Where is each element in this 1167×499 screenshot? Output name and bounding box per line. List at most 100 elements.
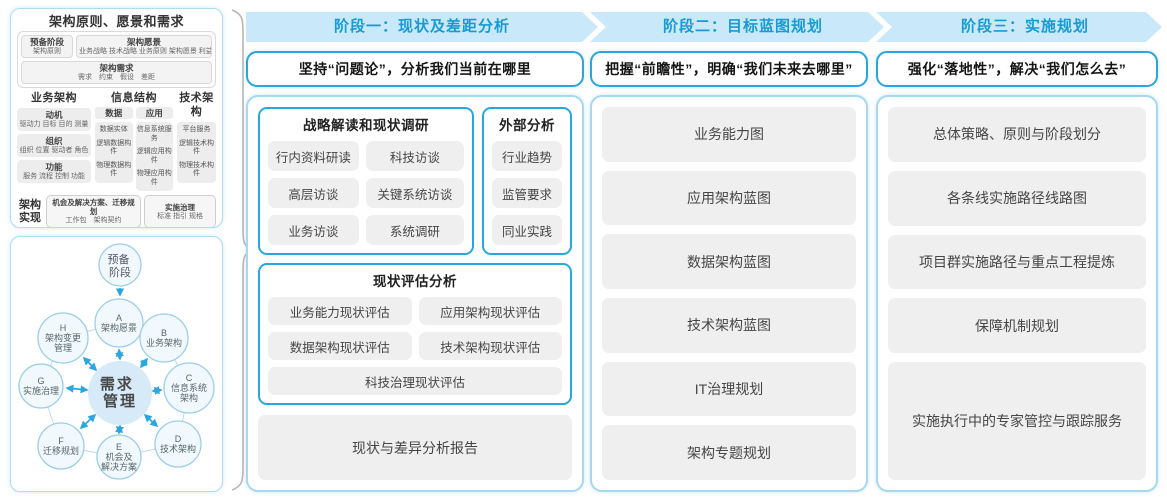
information-structure-title: 信息结构 [111,92,157,104]
phase3-subtitle: 强化“落地性”，解决“我们怎么去” [876,51,1158,87]
architecture-requirements-box: 架构需求 需求 约束 假设 差距 [21,61,212,84]
deliverable-chip: 保障机制规划 [888,298,1146,354]
motivation-title: 动机 [45,110,63,120]
strategy-research-title: 战略解读和现状调研 [303,118,429,133]
phase2-subtitle: 把握“前瞻性”，明确“我们未来去哪里” [590,51,868,87]
current-state-assessment-group: 现状评估分析 业务能力现状评估 应用架构现状评估 数据架构现状评估 技术架构现状… [258,263,572,405]
vision-title: 架构愿景 [126,37,161,47]
data-header: 数据 [95,107,133,119]
task-chip: 行业趋势 [492,141,562,171]
phase1-content-panel: 战略解读和现状调研 行内资料研读 科技访谈 高层访谈 关键系统访谈 业务访谈 系… [246,95,584,492]
organization-box: 组织 组织 位置 驱动者 角色 [17,134,91,157]
application-items-box: 信息系统服务 逻辑应用构件 物理应用构件 [135,122,173,191]
business-architecture-title: 业务架构 [31,92,77,104]
current-state-assessment-title: 现状评估分析 [373,274,457,289]
task-chip: 系统调研 [365,215,464,245]
spoke-arrows [65,348,163,435]
opportunities-migration-sub: 工作包 架构契约 [65,217,122,224]
deliverable-chip: 项目群实施路径与重点工程提炼 [888,234,1146,290]
task-chip: 科技治理现状评估 [268,367,562,395]
application-header: 应用 [135,107,173,119]
gap-analysis-report-box: 现状与差异分析报告 [258,415,572,480]
motivation-box: 动机 驱动力 目标 目的 测量 [17,108,91,131]
vision-sub: 业务战略 技术战略 业务原则 架构愿景 利益相关者 [79,48,212,55]
deliverable-chip: 实施执行中的专家管控与跟踪服务 [888,362,1146,480]
deliverable-chip: IT治理规划 [602,361,856,417]
deliverable-chip: 应用架构蓝图 [602,170,856,226]
svg-text:预备 阶段: 预备 阶段 [107,252,132,279]
phase2-banner: 阶段二：目标蓝图规划 [590,12,884,42]
implementation-governance-sub: 标准 指引 规格 [157,212,203,220]
prep-phase-title: 预备阶段 [29,37,64,47]
deliverable-chip: 技术架构蓝图 [602,298,856,353]
technology-items-box: 平台服务 逻辑技术构件 物理技术构件 [177,122,216,183]
prep-phase-sub: 架构原则 [33,48,61,55]
information-structure-column: 信息结构 数据 数据实体 逻辑数据构件 物理数据构件 应用 信息系统服务 [95,91,173,191]
phase1-subtitle: 坚持“问题论”，分析我们当前在哪里 [246,51,584,87]
function-sub: 服务 流程 控制 功能 [23,173,85,180]
technology-item: 平台服务 [182,126,211,133]
technology-architecture-title: 技术架构 [179,92,214,118]
strategy-research-group: 战略解读和现状调研 行内资料研读 科技访谈 高层访谈 关键系统访谈 业务访谈 系… [258,107,474,255]
function-box: 功能 服务 流程 控制 功能 [17,160,91,183]
function-title: 功能 [45,162,63,172]
application-subcolumn: 应用 信息系统服务 逻辑应用构件 物理应用构件 [135,105,173,191]
motivation-sub: 驱动力 目标 目的 测量 [19,121,89,128]
prep-phase-node: 预备 阶段 [98,243,142,297]
data-item: 数据实体 [99,126,128,133]
phase2-content-panel: 业务能力图 应用架构蓝图 数据架构蓝图 技术架构蓝图 IT治理规划 架构专题规划 [590,95,868,492]
panel-title: 架构原则、愿景和需求 [48,14,184,29]
opportunities-migration-title: 机会及解决方案、迁移规划 [52,198,135,216]
task-chip: 高层访谈 [268,178,359,208]
external-analysis-group: 外部分析 行业趋势 监管要求 同业实践 [482,107,572,255]
deliverable-chip: 架构专题规划 [602,425,856,481]
phase3-content-panel: 总体策略、原则与阶段划分 各条线实施路径线路图 项目群实施路径与重点工程提炼 保… [876,95,1158,492]
task-chip: 技术架构现状评估 [418,332,562,360]
center-requirements-management: 需求 管理 [88,361,152,425]
application-item: 物理应用构件 [136,170,172,186]
prep-phase-box: 预备阶段 架构原则 [21,35,73,58]
requirements-sub: 需求 约束 假设 差距 [78,74,155,81]
phase3-banner: 阶段三：实施规划 [876,12,1162,42]
task-chip: 应用架构现状评估 [418,297,562,325]
implementation-governance-box: 实施治理 标准 指引 规格 [144,195,216,227]
task-chip: 业务访谈 [268,215,359,245]
organization-sub: 组织 位置 驱动者 角色 [19,147,89,154]
task-chip: 同业实践 [492,215,562,245]
svg-text:需求 管理: 需求 管理 [100,375,140,410]
deliverable-chip: 业务能力图 [602,107,856,162]
requirements-title: 架构需求 [99,63,134,73]
task-chip: 行内资料研读 [268,141,359,171]
task-chip: 监管要求 [492,178,562,208]
technology-item: 物理技术构件 [179,161,214,178]
realization-label: 架构实现 [19,198,41,224]
task-chip: 业务能力现状评估 [268,297,412,325]
data-item: 逻辑数据构件 [96,139,132,156]
application-item: 信息系统服务 [136,126,172,142]
data-subcolumn: 数据 数据实体 逻辑数据构件 物理数据构件 [95,105,133,191]
vision-requirements-group: 预备阶段 架构原则 架构愿景 业务战略 技术战略 业务原则 架构愿景 利益相关者… [17,31,216,88]
architecture-vision-box: 架构愿景 业务战略 技术战略 业务原则 架构愿景 利益相关者 [76,35,212,58]
implementation-governance-title: 实施治理 [165,202,196,212]
business-architecture-column: 业务架构 动机 驱动力 目标 目的 测量 组织 组织 位置 驱动者 角色 功能 … [17,91,91,191]
phase1-banner: 阶段一：现状及差距分析 [246,12,598,42]
task-chip: 科技访谈 [365,141,464,171]
